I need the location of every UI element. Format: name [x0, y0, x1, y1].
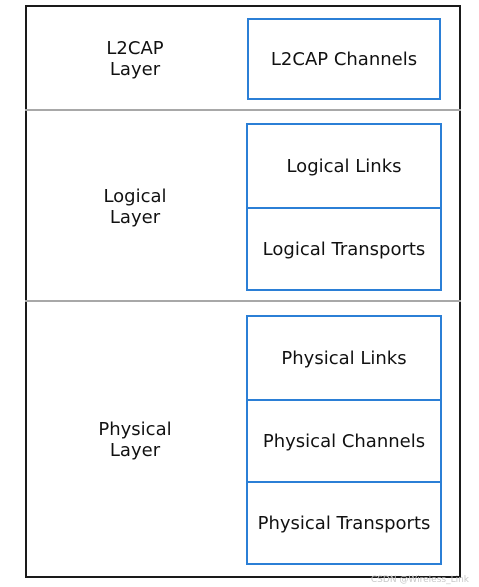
l2cap-channels-cell: L2CAP Channels [270, 48, 418, 70]
l2cap-layer-label: L2CAP Layer [106, 38, 164, 80]
l2cap-components-box: L2CAP Channels [247, 18, 441, 100]
watermark-text: CSDN @Wireless_Link [370, 575, 469, 585]
diagram-frame [25, 5, 461, 578]
layer-divider-l2cap-logical [25, 109, 461, 111]
layer-divider-logical-physical [25, 300, 461, 302]
logical-components-box: Logical Links Logical Transports [246, 123, 442, 291]
logical-layer-label: Logical Layer [103, 186, 167, 228]
physical-channels-cell: Physical Channels [248, 399, 440, 481]
logical-links-cell: Logical Links [286, 155, 402, 177]
physical-links-cell: Physical Links [281, 347, 407, 369]
logical-transports-cell: Logical Transports [248, 207, 440, 289]
physical-transports-cell: Physical Transports [248, 481, 440, 563]
physical-components-box: Physical Links Physical Channels Physica… [246, 315, 442, 565]
physical-layer-label: Physical Layer [98, 419, 172, 461]
